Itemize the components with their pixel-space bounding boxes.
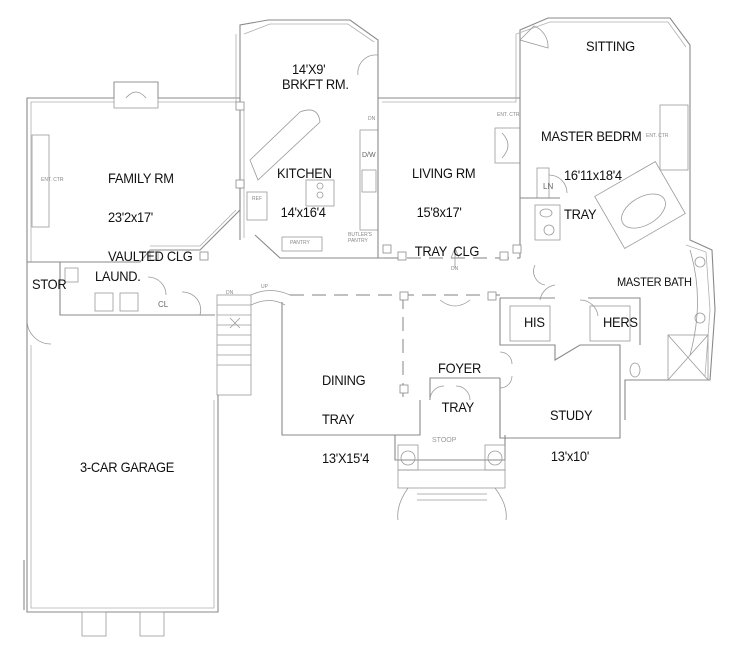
room-label-storage: STOR <box>32 276 67 292</box>
study-name: STUDY <box>550 407 593 423</box>
room-label-study: STUDY 13'x10' <box>550 383 593 476</box>
room-label-sitting: SITTING <box>586 38 635 54</box>
foyer-name: FOYER <box>438 360 481 376</box>
study-size: 13'x10' <box>550 448 589 464</box>
room-label-his: HIS <box>524 314 545 330</box>
family-room-name: FAMILY RM <box>108 170 174 186</box>
room-label-garage: 3-CAR GARAGE <box>80 459 175 475</box>
master-bedroom-name: MASTER BEDRM <box>541 128 642 144</box>
dining-room-size: 13'X15'4 <box>322 450 370 466</box>
kitchen-step-down-label: DN <box>368 116 376 122</box>
ent-ctr-label-master: ENT. CTR <box>646 133 669 139</box>
kitchen-walls <box>239 19 385 259</box>
kitchen-name: KITCHEN <box>277 165 332 181</box>
room-label-living: LIVING RM 15'8x17' TRAY CLG <box>412 141 479 271</box>
stairs <box>216 290 291 396</box>
living-room-size: 15'8x17' <box>416 204 462 220</box>
laundry-walls <box>26 262 215 345</box>
stoop-label: STOOP <box>432 437 457 444</box>
master-suite-walls <box>520 104 716 420</box>
dining-room-note: TRAY <box>322 411 355 427</box>
room-label-kitchen: KITCHEN 14'x16'4 <box>277 141 332 232</box>
pantry-label: PANTRY <box>290 240 310 246</box>
ent-ctr-label-family: ENT. CTR <box>41 177 64 183</box>
garage-walls <box>23 320 219 637</box>
closets-study-walls <box>499 264 641 439</box>
master-bedroom-size: 16'11x18'4 <box>564 167 622 183</box>
butlers-pantry-label: BUTLER'S PANTRY <box>348 232 373 244</box>
room-label-dining: DINING TRAY 13'X15'4 <box>322 348 369 478</box>
refrigerator-label: REF <box>252 196 262 202</box>
room-label-foyer: FOYER TRAY <box>438 336 481 427</box>
master-bedroom-note: TRAY <box>564 206 597 222</box>
ent-ctr-label-living: ENT. CTR <box>497 112 520 118</box>
kitchen-size: 14'x16'4 <box>280 204 326 220</box>
stoop <box>397 444 507 521</box>
dining-room-name: DINING <box>322 372 366 388</box>
room-label-hers: HERS <box>603 314 638 330</box>
family-room-note: VAULTED CLG <box>108 248 193 264</box>
room-label-laundry: LAUND. <box>95 268 141 284</box>
stairs-down-label: DN <box>226 290 234 296</box>
stairs-up-label: UP <box>261 284 268 290</box>
living-room-note: TRAY CLG <box>414 243 480 259</box>
room-label-breakfast: BRKFT RM. <box>282 52 349 104</box>
linen-closet-label: LN <box>543 182 554 191</box>
step-down-label: DN <box>451 266 459 272</box>
living-room-name: LIVING RM <box>412 165 476 181</box>
breakfast-room-name: BRKFT RM. <box>282 76 349 92</box>
family-room-size: 23'2x17' <box>108 209 153 225</box>
family-room-walls <box>26 30 241 263</box>
living-room-walls <box>378 17 691 268</box>
breakfast-room-size: 14'X9' <box>292 61 326 77</box>
dishwasher-label: D/W <box>362 152 376 159</box>
room-label-master-bath: MASTER BATH <box>617 275 692 289</box>
columns <box>149 101 522 394</box>
room-label-family: FAMILY RM 23'2x17' VAULTED CLG <box>108 146 193 276</box>
room-label-master-bedroom: MASTER BEDRM 16'11x18'4 TRAY <box>541 104 642 234</box>
foyer-note: TRAY <box>441 399 475 415</box>
closet-label: CL <box>158 300 169 309</box>
